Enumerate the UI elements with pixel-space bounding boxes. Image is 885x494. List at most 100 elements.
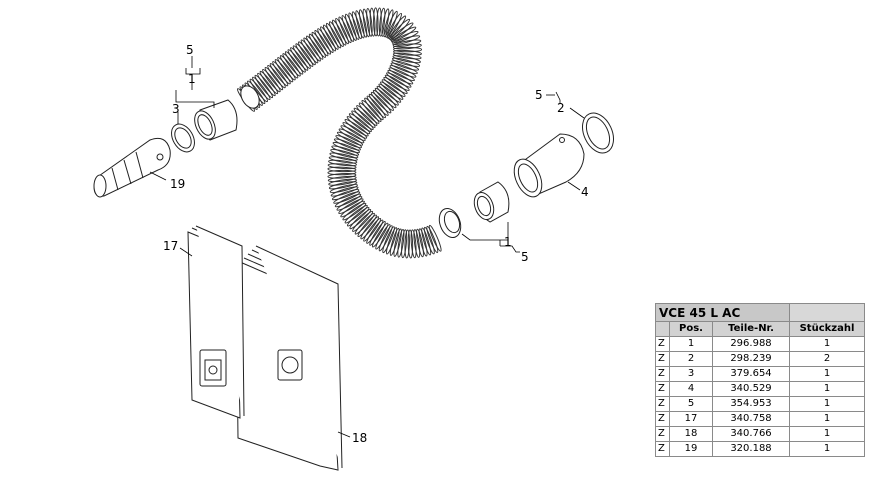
hose-rib bbox=[376, 85, 399, 106]
hose-rib bbox=[334, 193, 362, 208]
hose-rib bbox=[262, 68, 281, 93]
cell-qty: 1 bbox=[789, 426, 865, 442]
hose-rib bbox=[336, 131, 364, 146]
hose-rib bbox=[329, 152, 358, 161]
hose-rib bbox=[353, 107, 376, 128]
hose-rib bbox=[349, 208, 372, 230]
hose-rib bbox=[363, 217, 382, 242]
hose-rib bbox=[404, 229, 410, 259]
hose-rib bbox=[390, 62, 418, 75]
hose-rib bbox=[369, 7, 376, 37]
hose-rib bbox=[254, 74, 274, 99]
hose-rib bbox=[386, 72, 412, 88]
hose-rib bbox=[297, 41, 316, 66]
hose-rib bbox=[287, 49, 306, 73]
hose-rib bbox=[366, 219, 384, 244]
hose-rib bbox=[338, 128, 365, 144]
cell-qty: 1 bbox=[789, 441, 865, 457]
cell-z: Z bbox=[655, 336, 670, 352]
hose-rib bbox=[421, 227, 432, 256]
cell-nr: 340.758 bbox=[712, 411, 790, 427]
cell-qty: 1 bbox=[789, 396, 865, 412]
hose-rib bbox=[391, 57, 421, 67]
callout-label-2: 2 bbox=[557, 101, 565, 115]
hose-rib bbox=[387, 69, 414, 85]
hose-rib bbox=[361, 100, 382, 122]
callout-label-4: 4 bbox=[581, 185, 589, 199]
hose-rib bbox=[389, 18, 411, 41]
hose-rib bbox=[330, 186, 359, 197]
cell-z: Z bbox=[655, 366, 670, 382]
hose-rib bbox=[327, 163, 357, 170]
hose-rib bbox=[389, 65, 417, 78]
header-pos: Pos. bbox=[669, 321, 713, 337]
hose-rib bbox=[328, 21, 344, 47]
callout-group-mid: 1 5 bbox=[461, 222, 529, 264]
hose-rib bbox=[267, 64, 286, 89]
callout-label-3: 3 bbox=[172, 102, 180, 116]
cell-pos: 17 bbox=[669, 411, 713, 427]
hose-rib bbox=[333, 191, 361, 204]
cell-qty: 1 bbox=[789, 336, 865, 352]
callout-label-17: 17 bbox=[163, 239, 178, 253]
hose-rib bbox=[272, 61, 291, 85]
cell-nr: 340.529 bbox=[712, 381, 790, 397]
hose-rib bbox=[348, 12, 360, 40]
hose-rib bbox=[366, 7, 373, 37]
ring-part-3 bbox=[171, 123, 195, 153]
hose-rib bbox=[348, 113, 372, 133]
hose-rib bbox=[292, 45, 311, 69]
suction-hose bbox=[236, 7, 442, 259]
hose-rib bbox=[392, 35, 421, 46]
hose-rib bbox=[381, 8, 390, 37]
hose-rib bbox=[392, 52, 422, 60]
hose-rib bbox=[314, 29, 332, 55]
callout-group-left: 5 1 3 19 bbox=[149, 43, 215, 191]
hose-rib bbox=[410, 229, 417, 259]
crevice-nozzle-part-19 bbox=[93, 137, 171, 198]
hose-rib bbox=[327, 166, 357, 173]
cell-pos: 3 bbox=[669, 366, 713, 382]
hose-rib bbox=[351, 110, 374, 130]
cell-z: Z bbox=[655, 351, 670, 367]
hose-rib bbox=[390, 22, 414, 41]
hose-rib bbox=[375, 224, 391, 250]
hose-rib bbox=[290, 47, 309, 71]
hose-rib bbox=[335, 135, 363, 149]
hose-rib bbox=[401, 229, 408, 259]
hose-rib bbox=[379, 7, 386, 37]
cell-z: Z bbox=[655, 441, 670, 457]
hose-rib bbox=[369, 221, 386, 246]
hose-rib bbox=[356, 105, 378, 126]
cell-z: Z bbox=[655, 411, 670, 427]
hose-rib bbox=[355, 10, 365, 39]
hose-rib bbox=[388, 15, 407, 40]
hose-rib bbox=[374, 87, 397, 109]
hose-rib bbox=[284, 51, 304, 75]
hose-rib bbox=[317, 28, 334, 54]
callout-label-1-left: 1 bbox=[188, 72, 196, 86]
hose-rib bbox=[391, 60, 420, 71]
hose-rib bbox=[358, 9, 368, 38]
hose-rib bbox=[338, 198, 364, 215]
cell-nr: 379.654 bbox=[712, 366, 790, 382]
hose-rib bbox=[282, 53, 301, 77]
hose-rib bbox=[354, 212, 375, 235]
hose-rib bbox=[362, 8, 370, 38]
hose-rib bbox=[306, 35, 324, 60]
hose-rib bbox=[392, 43, 422, 50]
hose-rib bbox=[328, 178, 357, 186]
hose-rib bbox=[407, 229, 414, 259]
hose-rib bbox=[364, 97, 384, 121]
cell-qty: 1 bbox=[789, 411, 865, 427]
hose-rib bbox=[380, 81, 404, 100]
ring-part-5-mid bbox=[438, 207, 462, 239]
cell-qty: 1 bbox=[789, 366, 865, 382]
hose-rib bbox=[385, 227, 398, 255]
